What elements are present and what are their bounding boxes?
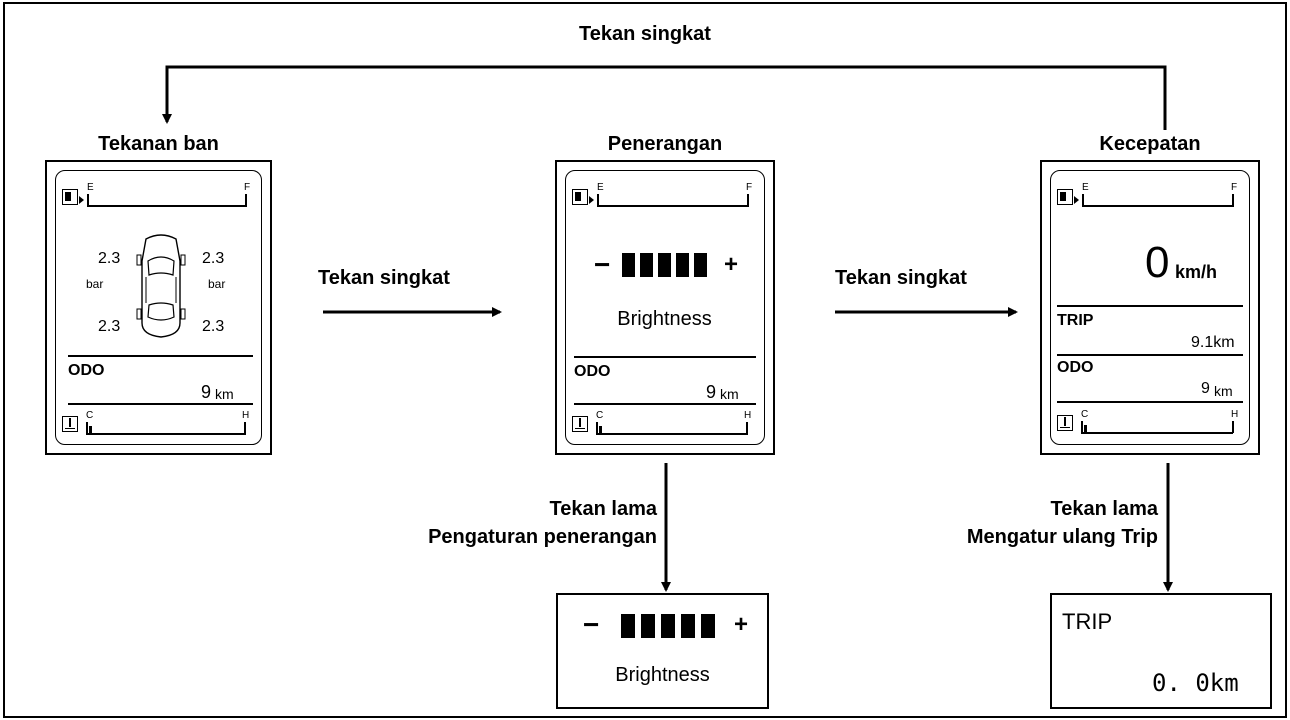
fuel-empty-label: E: [597, 182, 604, 193]
speed-value: 0: [1145, 238, 1170, 287]
top-arrow-label: Tekan singkat: [579, 23, 711, 45]
brightness-adjust-screen: − + Brightness: [556, 593, 769, 709]
front-left-pressure: 2.3: [98, 250, 121, 267]
trip-reset-screen: TRIP 0. 0km: [1050, 593, 1272, 709]
left-pressure-unit: bar: [86, 277, 104, 291]
mid-left-arrow-label: Tekan singkat: [318, 267, 450, 289]
divider: [574, 403, 756, 405]
temp-gauge: [596, 433, 748, 435]
brightness-plus-icon: +: [734, 611, 749, 638]
odo-value: 9: [1201, 380, 1210, 397]
brightness-level-bar: [622, 253, 712, 277]
temp-cold-label: C: [1081, 409, 1089, 420]
temp-gauge: [86, 433, 246, 435]
brightness-label: Brightness: [617, 308, 712, 330]
brightness-segment: [694, 253, 707, 277]
divider: [574, 356, 756, 358]
tire-pressure-screen: E F 2.3 2.3 bar bar 2.3 2.3: [45, 160, 272, 455]
brightness-minus-icon: −: [583, 609, 600, 640]
long-press-sub-label-2: Mengatur ulang Trip: [966, 526, 1158, 548]
long-press-label-1: Tekan lama: [549, 498, 657, 520]
lighting-screen: E F − + Brightness ODO 9 km C H: [555, 160, 775, 455]
temp-cold-label: C: [86, 410, 94, 421]
brightness-minus-icon: −: [594, 249, 611, 280]
temp-cold-label: C: [596, 410, 604, 421]
long-press-label-2: Tekan lama: [1050, 498, 1158, 520]
odo-unit: km: [215, 386, 234, 402]
divider: [1057, 401, 1243, 403]
brightness-segment: [641, 614, 655, 638]
fuel-pump-icon: [1057, 189, 1079, 205]
fuel-full-label: F: [746, 182, 753, 193]
tire-screen-title: Tekanan ban: [98, 133, 219, 155]
speed-screen-title: Kecepatan: [1099, 133, 1201, 155]
brightness-segment: [622, 253, 635, 277]
trip-value: 9.1km: [1191, 334, 1235, 351]
temp-hot-label: H: [744, 410, 752, 421]
lighting-screen-title: Penerangan: [607, 133, 723, 155]
display-panel: E F 0 km/h TRIP 9.1km ODO 9 km C H: [1050, 170, 1250, 445]
brightness-segment: [676, 253, 689, 277]
coolant-temp-icon: [1057, 415, 1073, 431]
divider: [68, 403, 253, 405]
brightness-segment: [621, 614, 635, 638]
long-press-sub-label-1: Pengaturan penerangan: [428, 526, 657, 548]
odo-label: ODO: [68, 362, 105, 379]
diagram-frame: [3, 2, 1287, 718]
odo-value: 9: [706, 382, 717, 402]
fuel-empty-label: E: [87, 182, 94, 193]
car-top-view-icon: [136, 234, 186, 338]
coolant-temp-icon: [62, 416, 78, 432]
trip-label: TRIP: [1062, 609, 1113, 634]
right-pressure-unit: bar: [208, 277, 226, 291]
odo-unit: km: [1214, 383, 1233, 399]
odo-label: ODO: [1057, 359, 1094, 376]
fuel-gauge: [1082, 205, 1234, 207]
brightness-segment: [658, 253, 671, 277]
fuel-full-label: F: [244, 182, 251, 193]
odo-value: 9: [201, 382, 212, 402]
display-panel: E F − + Brightness ODO 9 km C H: [565, 170, 765, 445]
speed-screen: E F 0 km/h TRIP 9.1km ODO 9 km C H: [1040, 160, 1260, 455]
divider: [68, 355, 253, 357]
divider: [1057, 305, 1243, 307]
temp-hot-label: H: [242, 410, 250, 421]
brightness-segment: [701, 614, 715, 638]
top-loop-arrow: [162, 65, 1167, 130]
mid-right-arrow-label: Tekan singkat: [835, 267, 967, 289]
rear-left-pressure: 2.3: [98, 318, 121, 335]
display-panel: E F 2.3 2.3 bar bar 2.3 2.3: [55, 170, 262, 445]
brightness-segment: [661, 614, 675, 638]
coolant-temp-icon: [572, 416, 588, 432]
fuel-gauge: [87, 205, 247, 207]
speed-unit: km/h: [1175, 262, 1218, 282]
fuel-full-label: F: [1231, 182, 1238, 193]
fuel-pump-icon: [62, 189, 84, 205]
fuel-gauge: [597, 205, 749, 207]
brightness-plus-icon: +: [724, 251, 739, 278]
trip-value: 0. 0km: [1152, 669, 1239, 697]
fuel-empty-label: E: [1082, 182, 1089, 193]
brightness-segment: [681, 614, 695, 638]
odo-unit: km: [720, 386, 739, 402]
trip-label: TRIP: [1057, 312, 1094, 329]
odo-label: ODO: [574, 363, 611, 380]
brightness-label: Brightness: [615, 664, 710, 686]
front-right-pressure: 2.3: [202, 250, 225, 267]
fuel-pump-icon: [572, 189, 594, 205]
divider: [1057, 354, 1243, 356]
brightness-level-bar: [621, 614, 717, 638]
temp-gauge: [1081, 432, 1233, 434]
brightness-segment: [640, 253, 653, 277]
temp-hot-label: H: [1231, 409, 1239, 420]
rear-right-pressure: 2.3: [202, 318, 225, 335]
